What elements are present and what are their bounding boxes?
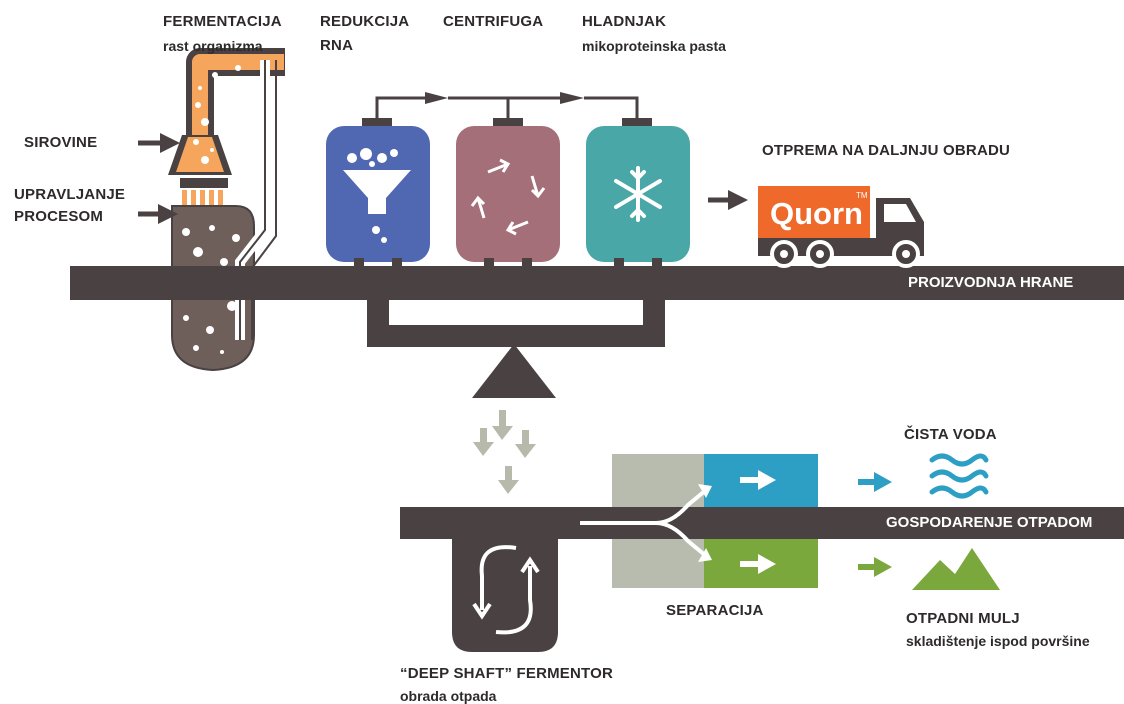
label-otpadni-mulj: OTPADNI MULJ (906, 610, 1020, 627)
label-otprema: OTPREMA NA DALJNJU OBRADU (762, 142, 1011, 159)
truck-brand-text: Quorn (770, 196, 863, 231)
snowflake-icon (614, 166, 662, 222)
label-hladnjak-sub: mikoproteinska pasta (582, 38, 726, 54)
label-otpadni-mulj-sub: skladištenje ispod površine (906, 633, 1090, 649)
label-separacija: SEPARACIJA (666, 602, 764, 619)
tank-reduction (326, 118, 430, 268)
drain-manifold (367, 300, 665, 347)
sludge-hills-icon (912, 548, 1000, 590)
label-fermentacija: FERMENTACIJA (163, 13, 282, 30)
label-hladnjak: HLADNJAK (582, 13, 667, 30)
label-fermentacija-sub: rast organizma (163, 38, 263, 54)
label-deep-shaft-sub: obrada otpada (400, 688, 497, 704)
label-upravljanje-2: PROCESOM (14, 208, 104, 225)
label-proizvodnja: PROIZVODNJA HRANE (908, 274, 1074, 291)
water-waves-icon (929, 453, 989, 499)
separator-block (580, 454, 818, 588)
cycle-arrows-icon (472, 545, 540, 635)
quorn-truck (758, 186, 924, 268)
tank-centrifuge (456, 118, 560, 268)
label-redukcija-1: REDUKCIJA (320, 13, 410, 30)
truck-trademark-text: TM (856, 191, 868, 200)
label-upravljanje-1: UPRAVLJANJE (14, 186, 126, 203)
label-cista-voda: ČISTA VODA (904, 426, 997, 443)
tank-cooler (586, 118, 690, 268)
label-redukcija-2: RNA (320, 37, 354, 54)
label-sirovine: SIROVINE (24, 134, 98, 151)
food-production-bar (70, 266, 1124, 300)
label-centrifuga: CENTRIFUGA (443, 13, 544, 30)
drain-funnel (472, 344, 556, 398)
label-gospodarenje: GOSPODARENJE OTPADOM (886, 514, 1093, 531)
fermenter-column (168, 48, 285, 372)
label-deep-shaft: “DEEP SHAFT” FERMENTOR (400, 665, 614, 682)
falling-waste-arrows (473, 410, 536, 494)
